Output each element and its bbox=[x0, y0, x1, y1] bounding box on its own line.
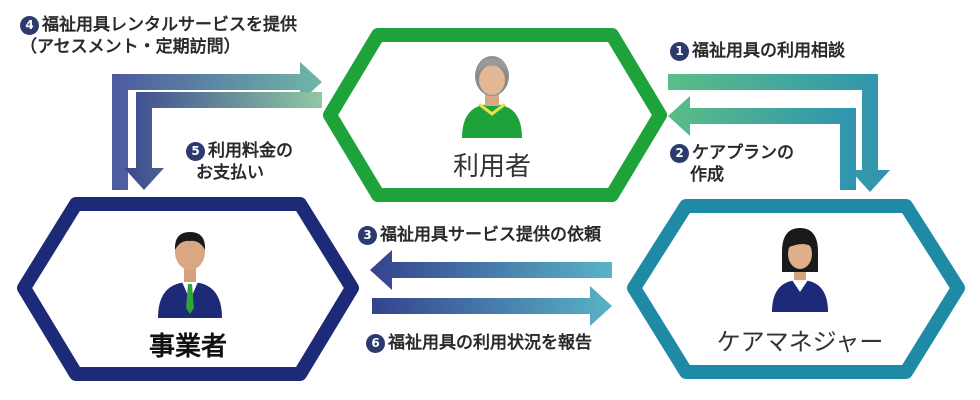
step-4-line1: 福祉用具レンタルサービスを提供 bbox=[42, 15, 297, 35]
step-4-line2: （アセスメント・定期訪問） bbox=[20, 37, 241, 57]
step-3-number: 3 bbox=[358, 226, 377, 245]
arrow-user-to-caremanager bbox=[668, 74, 890, 192]
step-6-text: 福祉用具の利用状況を報告 bbox=[388, 333, 592, 353]
step-1-text: 福祉用具の利用相談 bbox=[692, 41, 845, 61]
step-4-number: 4 bbox=[20, 16, 39, 35]
caremanager-node-label: ケアマネジャー bbox=[716, 328, 884, 356]
arrow-provider-to-caremanager bbox=[372, 286, 612, 326]
arrow-provider-to-user bbox=[112, 62, 322, 190]
step-2-number: 2 bbox=[670, 144, 689, 163]
arrow-caremanager-to-provider bbox=[370, 250, 612, 290]
elderly-user-icon bbox=[462, 56, 522, 138]
caremanager-woman-icon bbox=[772, 228, 828, 312]
step-1-number: 1 bbox=[670, 42, 689, 61]
user-node-label: 利用者 bbox=[452, 152, 531, 182]
step-5-line2: お支払い bbox=[196, 163, 264, 183]
arrow-user-to-provider bbox=[124, 92, 322, 190]
step-3-text: 福祉用具サービス提供の依頼 bbox=[380, 225, 601, 245]
step-5-line1: 利用料金の bbox=[208, 141, 293, 161]
step-2-line2: 作成 bbox=[690, 165, 724, 185]
step-2-line1: ケアプランの bbox=[692, 143, 794, 163]
step-6-number: 6 bbox=[366, 334, 385, 353]
step-5-number: 5 bbox=[186, 142, 205, 161]
arrow-caremanager-to-user bbox=[668, 96, 856, 190]
businessman-icon bbox=[158, 232, 222, 318]
provider-node-label: 事業者 bbox=[128, 326, 248, 363]
